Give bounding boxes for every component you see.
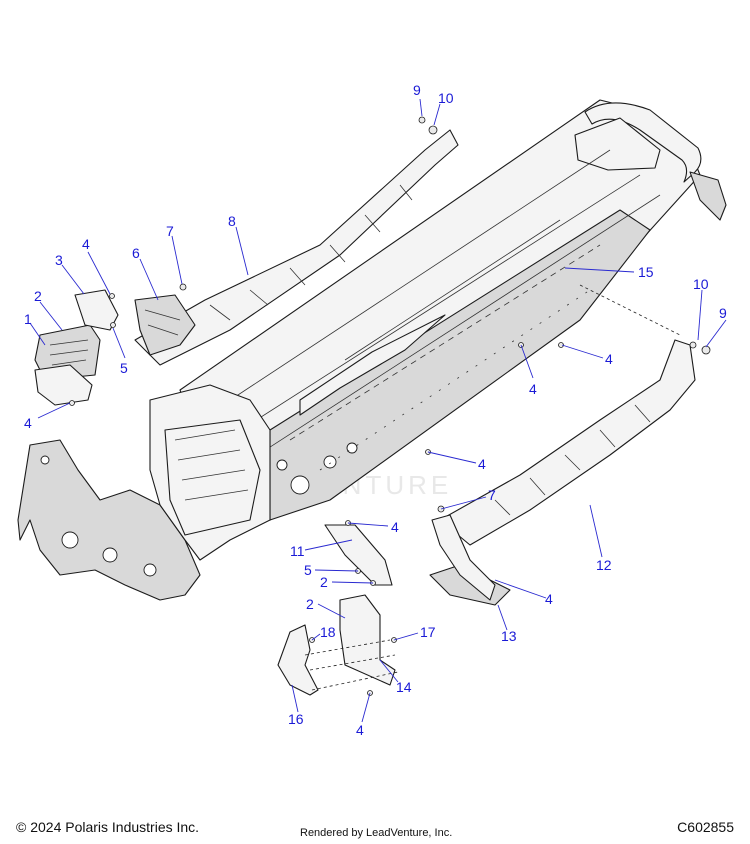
callout-11: 11 — [290, 543, 305, 559]
callout-9-right: 9 — [719, 305, 727, 321]
callout-4-mid: 4 — [391, 519, 399, 535]
callout-4-footrest: 4 — [545, 591, 553, 607]
callout-10-top: 10 — [438, 90, 454, 106]
callout-3: 3 — [55, 252, 63, 268]
callout-7-right: 7 — [488, 487, 496, 503]
callout-6: 6 — [132, 245, 140, 261]
rendered-by-credit: Rendered by LeadVenture, Inc. — [300, 827, 453, 839]
callout-7-left: 7 — [166, 223, 174, 239]
left-running-board — [134, 129, 459, 366]
callout-4-bottom: 4 — [356, 722, 364, 738]
leader-lines — [29, 98, 727, 723]
front-plates — [34, 289, 119, 406]
callout-12: 12 — [596, 557, 612, 573]
callout-5-front: 5 — [120, 360, 128, 376]
copyright-notice: © 2024 Polaris Industries Inc. — [16, 819, 200, 835]
callout-4-rear-center: 4 — [529, 381, 537, 397]
callout-4-rear-right: 4 — [605, 351, 613, 367]
hardware-fasteners — [69, 116, 711, 696]
callout-10-right: 10 — [693, 276, 709, 292]
right-footrest — [429, 514, 511, 606]
callout-4-side: 4 — [478, 456, 486, 472]
callout-4-front-bottom: 4 — [24, 415, 32, 431]
callout-15: 15 — [638, 264, 654, 280]
callout-14: 14 — [396, 679, 412, 695]
callout-18: 18 — [320, 624, 336, 640]
callout-5-mid: 5 — [304, 562, 312, 578]
right-running-board — [439, 339, 696, 546]
chassis-tunnel — [179, 99, 727, 521]
front-frame — [17, 384, 271, 601]
callout-9-top: 9 — [413, 82, 421, 98]
callout-labels: 9 10 8 7 6 4 3 2 1 5 4 15 10 9 4 4 4 7 4… — [24, 82, 727, 738]
callout-13: 13 — [501, 628, 517, 644]
callout-16: 16 — [288, 711, 304, 727]
callout-4-front-top: 4 — [82, 236, 90, 252]
callout-2-front: 2 — [34, 288, 42, 304]
drawing-number: C602855 — [677, 819, 734, 835]
callout-8: 8 — [228, 213, 236, 229]
callout-17: 17 — [420, 624, 436, 640]
callout-2-mid: 2 — [320, 574, 328, 590]
alignment-lines — [304, 284, 681, 691]
callout-1: 1 — [24, 311, 32, 327]
left-footrest-bracket — [134, 294, 196, 356]
callout-2-lower: 2 — [306, 596, 314, 612]
